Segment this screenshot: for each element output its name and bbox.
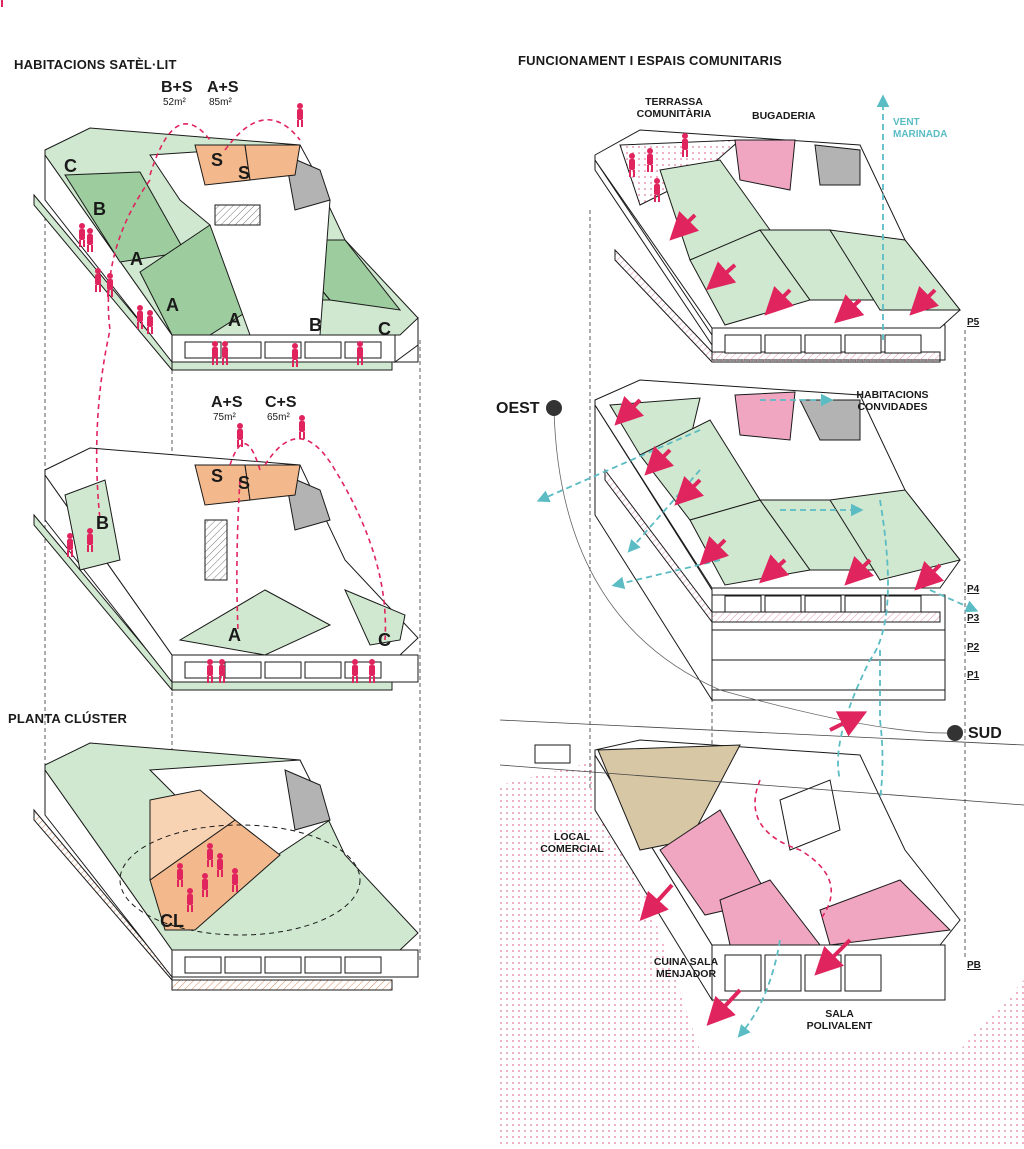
- group-label-a-s-top: A+S: [207, 79, 239, 96]
- unit-b-top-left: B: [93, 199, 106, 219]
- label-cuina: CUINA SALA MENJADOR: [653, 956, 719, 981]
- slab-p4: [594, 379, 961, 702]
- compass-south: SUD: [968, 725, 1002, 742]
- compass-west: OEST: [496, 400, 540, 417]
- ventilation-arrows: [614, 210, 945, 1026]
- cluster-floor-title: PLANTA CLÚSTER: [8, 711, 128, 726]
- people-figures-left: [1, 0, 375, 912]
- floor-p4: P4: [967, 584, 980, 595]
- slab-top-left: [33, 127, 419, 372]
- slab-p5: [594, 129, 962, 363]
- left-relation-arcs: [95, 118, 387, 641]
- group-label-c-s: C+S: [265, 394, 297, 411]
- unit-c-top-left: C: [64, 156, 77, 176]
- unit-s-top-1: S: [211, 150, 224, 170]
- unit-b-top-right: B: [309, 315, 322, 335]
- west-marker: [546, 400, 562, 416]
- floor-p5: P5: [967, 317, 980, 328]
- floor-p2: P2: [967, 642, 980, 653]
- label-bugaderia: BUGADERIA: [752, 110, 816, 122]
- floor-p1: P1: [967, 670, 980, 681]
- unit-a-top-3: A: [228, 310, 241, 330]
- unit-s-mid-1: S: [211, 466, 224, 486]
- satellite-rooms-title: HABITACIONS SATÈL·LIT: [14, 57, 177, 72]
- unit-s-top-2: S: [238, 163, 251, 183]
- unit-a-top-1: A: [130, 249, 143, 269]
- group-area-b-s: 52m²: [163, 97, 186, 108]
- unit-a-top-2: A: [166, 295, 179, 315]
- label-sala: SALA POLIVALENT: [806, 1008, 873, 1033]
- group-label-b-s: B+S: [161, 79, 193, 96]
- unit-s-mid-2: S: [238, 473, 251, 493]
- slab-bottom-left: [33, 742, 419, 991]
- unit-c-top-right: C: [378, 319, 391, 339]
- group-label-a-s-mid: A+S: [211, 394, 243, 411]
- sun-path: [553, 409, 956, 734]
- ventilation-loops: [754, 779, 832, 921]
- floor-p3: P3: [967, 613, 980, 624]
- slab-middle-left: [33, 447, 419, 692]
- group-area-a-s-mid: 75m²: [213, 412, 236, 423]
- unit-b-mid: B: [96, 513, 109, 533]
- label-vent: VENT MARINADA: [893, 117, 948, 140]
- unit-c-mid: C: [378, 630, 391, 650]
- community-spaces-title: FUNCIONAMENT I ESPAIS COMUNITARIS: [518, 53, 782, 68]
- slab-pb: [499, 719, 1024, 1144]
- unit-a-mid: A: [228, 625, 241, 645]
- south-marker: [947, 725, 963, 741]
- floor-pb: PB: [967, 960, 981, 971]
- unit-cl: CL: [160, 911, 184, 931]
- group-area-a-s-top: 85m²: [209, 97, 232, 108]
- wind-flows: [536, 94, 979, 1038]
- label-terrassa: TERRASSA COMUNITÀRIA: [636, 96, 712, 121]
- label-habitacions: HABITACIONS CONVIDADES: [856, 389, 929, 414]
- group-area-c-s: 65m²: [267, 412, 290, 423]
- label-local: LOCAL COMERCIAL: [540, 831, 604, 856]
